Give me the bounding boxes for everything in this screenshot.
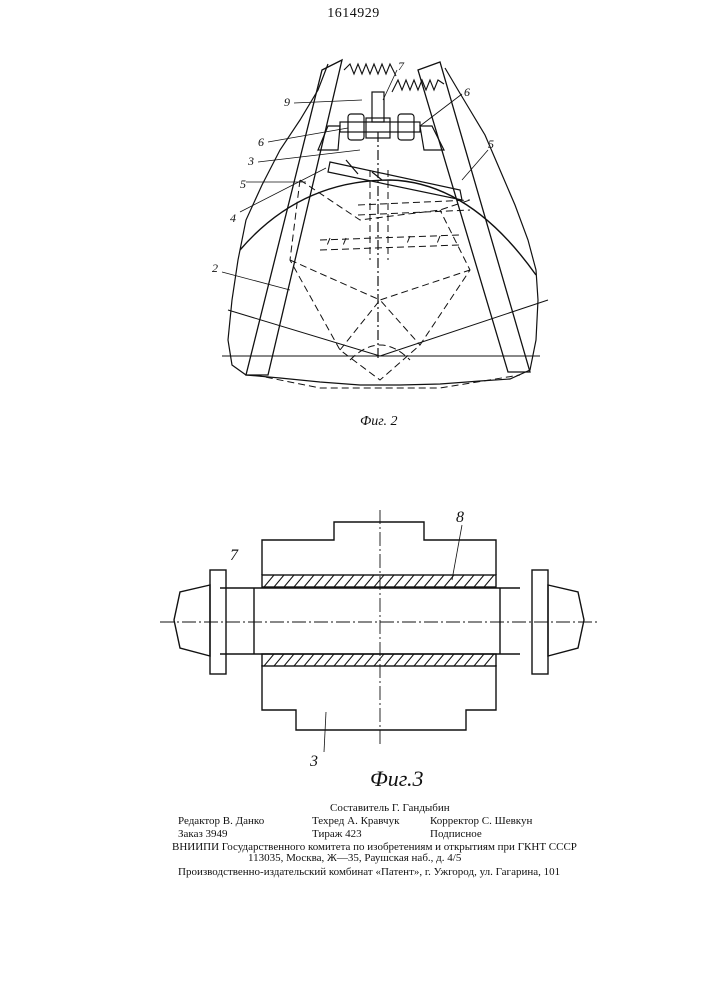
fig3-bushing-top-hatch [264,575,494,587]
fig2-lever [328,162,462,200]
figure-2-caption: Фиг. 2 [360,414,398,430]
fig2-left-spring [344,64,396,76]
imprint-techred: Техред А. Кравчук [312,815,399,827]
fig2-label-6-right: 6 [464,85,470,99]
imprint-circulation: Тираж 423 [312,828,362,840]
fig2-label-2: 2 [212,261,218,275]
fig2-label-9: 9 [284,95,290,109]
imprint-corrector: Корректор С. Шевкун [430,815,532,827]
fig2-right-beam [418,62,530,372]
fig2-label-5-left: 5 [240,177,246,191]
imprint-order: Заказ 3949 [178,828,228,840]
imprint-publisher: Производственно-издательский комбинат «П… [178,866,560,878]
fig3-label-3: 3 [309,753,318,770]
fig3-label-7: 7 [230,547,239,564]
imprint-compiler: Составитель Г. Гандыбин [330,802,450,814]
fig2-label-6-left: 6 [258,135,264,149]
fig2-left-roller [348,114,364,140]
fig2-right-spring [392,80,444,92]
fig2-axle [340,122,420,132]
imprint-editor: Редактор В. Данко [178,815,264,827]
imprint-subscription: Подписное [430,828,482,840]
imprint-address: 113035, Москва, Ж—35, Раушская наб., д. … [248,852,461,864]
fig3-label-8: 8 [456,509,464,526]
fig2-label-7: 7 [398,59,405,73]
fig3-bushing-bottom-hatch [264,654,494,666]
figure-3-caption: Фиг.3 [370,766,424,792]
fig2-label-3: 3 [247,154,254,168]
fig2-label-5-right: 5 [488,137,494,151]
fig2-right-roller [398,114,414,140]
fig2-label-4: 4 [230,211,236,225]
